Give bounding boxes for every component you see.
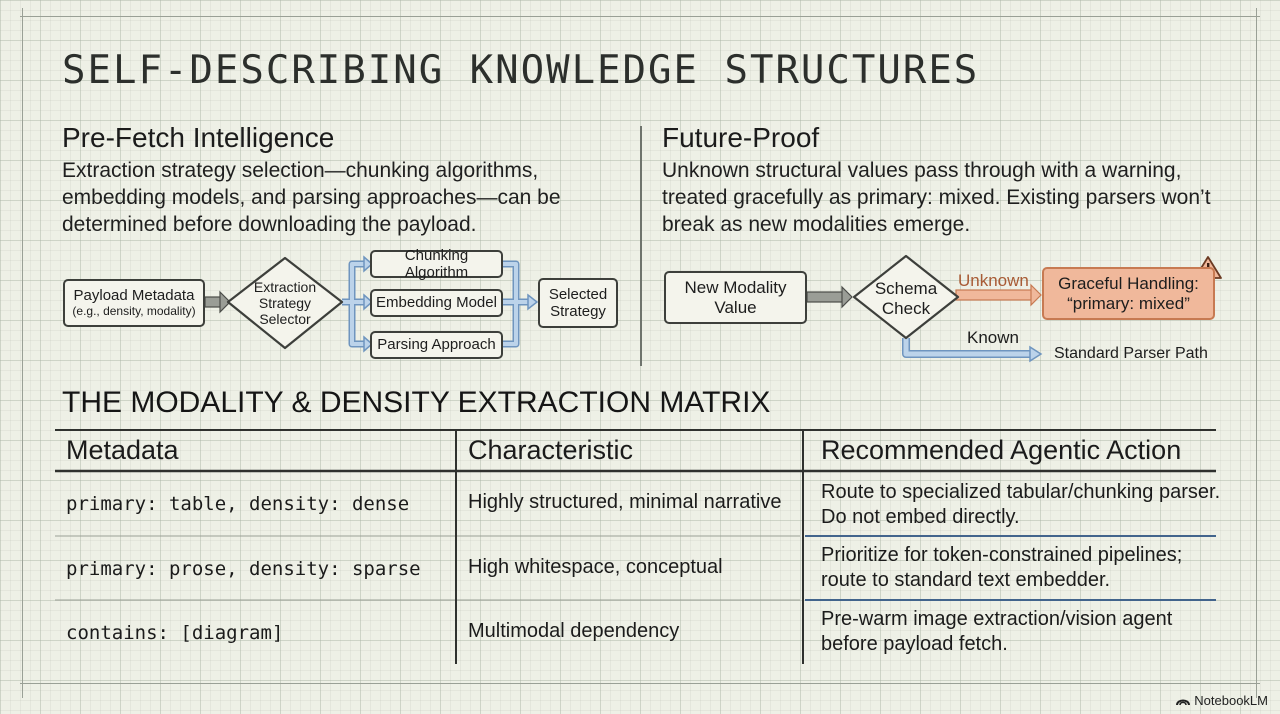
graceful-handling-box: Graceful Handling: “primary: mixed”	[1042, 267, 1215, 320]
standard-parser-path-label: Standard Parser Path	[1054, 345, 1208, 362]
schema-check-label: Schema Check	[874, 279, 938, 318]
pre-fetch-heading: Pre-Fetch Intelligence	[62, 122, 335, 153]
frame-top-line	[20, 16, 1260, 17]
chunking-algorithm-box: Chunking Algorithm	[370, 247, 503, 281]
payload-metadata-label: Payload Metadata	[73, 287, 195, 305]
future-proof-heading: Future-Proof	[662, 122, 820, 153]
parsing-approach-box: Parsing Approach	[370, 331, 503, 359]
merge-head	[527, 293, 539, 311]
row1-metadata: primary: table, density: dense	[66, 493, 410, 515]
new-modality-box: New Modality Value	[664, 271, 807, 324]
page-title: SELF-DESCRIBING KNOWLEDGE STRUCTURES	[62, 48, 980, 93]
fork-selector-to-options-fill	[342, 262, 366, 346]
selector-label: Extraction Strategy Selector	[253, 279, 317, 328]
payload-metadata-sublabel: (e.g., density, modality)	[72, 303, 196, 318]
row2-action: Prioritize for token-constrained pipelin…	[821, 544, 1183, 591]
row2-characteristic: High whitespace, conceptual	[468, 556, 723, 578]
arrow-modality-to-schema	[806, 285, 853, 309]
matrix-title: THE MODALITY & DENSITY EXTRACTION MATRIX	[62, 386, 771, 419]
fork-heads-left	[363, 255, 374, 353]
embedding-model-box: Embedding Model	[370, 289, 503, 317]
parsing-approach-label: Parsing Approach	[377, 336, 496, 354]
merge-options-to-selected-fill	[503, 262, 530, 346]
schema-diamond	[852, 254, 960, 340]
matrix-grid	[55, 429, 1216, 664]
row3-action: Pre-warm image extraction/vision agent b…	[821, 608, 1173, 655]
pre-fetch-description: Extraction strategy selection—chunking a…	[62, 159, 561, 236]
future-proof-description: Unknown structural values pass through w…	[662, 159, 1211, 236]
header-characteristic: Characteristic	[468, 435, 634, 465]
row1-characteristic: Highly structured, minimal narrative	[468, 491, 782, 513]
header-metadata: Metadata	[66, 435, 179, 465]
row3-characteristic: Multimodal dependency	[468, 620, 680, 642]
payload-metadata-box: Payload Metadata (e.g., density, modalit…	[63, 279, 205, 327]
chunking-algorithm-label: Chunking Algorithm	[404, 246, 469, 281]
unknown-label: Unknown	[958, 271, 1029, 290]
brand-label: NotebookLM	[1194, 693, 1268, 708]
standard-head	[1029, 345, 1043, 363]
frame-right-line	[1256, 8, 1257, 698]
row2-metadata: primary: prose, density: sparse	[66, 558, 421, 580]
arrow-schema-to-standard	[902, 338, 1032, 358]
frame-bottom-line	[20, 683, 1260, 684]
header-recommended-action: Recommended Agentic Action	[821, 435, 1182, 465]
notebooklm-logo-icon	[1176, 699, 1191, 705]
row1-action: Route to specialized tabular/chunking pa…	[821, 481, 1221, 528]
notebooklm-brand: NotebookLM	[1176, 693, 1268, 708]
selector-diamond	[226, 256, 344, 350]
arrow-payload-to-selector	[204, 290, 231, 314]
known-label: Known	[967, 328, 1019, 347]
embedding-model-label: Embedding Model	[376, 294, 497, 312]
selected-strategy-box: Selected Strategy	[538, 278, 618, 328]
row3-metadata: contains: [diagram]	[66, 622, 284, 644]
section-divider	[640, 126, 642, 366]
frame-left-line	[22, 8, 23, 698]
